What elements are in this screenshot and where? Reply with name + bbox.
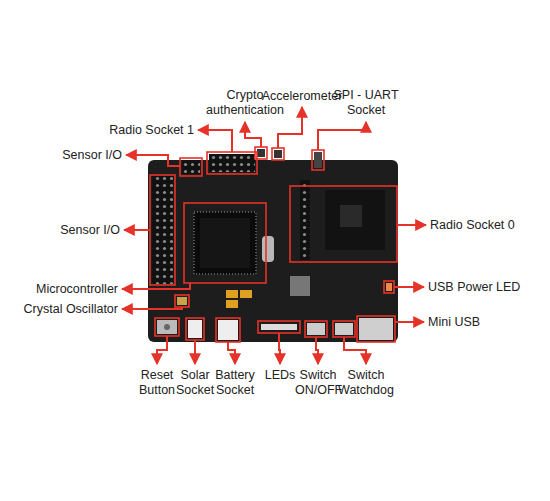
crystal-small — [177, 297, 187, 305]
capacitor — [240, 290, 252, 298]
switch — [307, 323, 325, 335]
part-label: Switch ON/OFF — [295, 368, 341, 398]
pin-header — [182, 160, 200, 174]
solar-socket — [188, 320, 202, 338]
pcb-board — [148, 160, 398, 342]
part-label: Sensor I/O — [60, 223, 120, 238]
accelerometer-chip — [274, 150, 282, 158]
crystal — [262, 236, 274, 262]
usb-led — [386, 283, 392, 291]
part-label: Radio Socket 0 — [430, 218, 515, 233]
battery-socket — [218, 320, 238, 340]
part-label: Radio Socket 1 — [109, 123, 194, 138]
radio-socket-0-header — [300, 180, 310, 260]
part-label: Mini USB — [428, 315, 480, 330]
spi-socket — [314, 152, 322, 168]
chip-body — [200, 218, 250, 268]
part-label: USB Power LED — [428, 280, 520, 295]
microcontroller-chip — [194, 212, 256, 274]
part-label: Battery Socket — [213, 368, 257, 398]
part-label: Sensor I/O — [62, 148, 122, 163]
leds — [261, 324, 297, 330]
radio-chip — [340, 205, 362, 227]
part-label: Crystal Oscillator — [24, 302, 118, 317]
radio-socket-header — [209, 154, 255, 172]
part-label: Solar Socket — [174, 368, 216, 398]
crypto-chip — [257, 149, 265, 157]
part-label: LEDs — [260, 368, 300, 383]
regulator — [290, 276, 310, 296]
part-label: SPI - UART Socket — [328, 88, 404, 118]
reset-button — [157, 320, 177, 334]
part-label: Reset Button — [135, 368, 179, 398]
radio-socket-area — [325, 190, 385, 250]
leader-arrows — [122, 107, 426, 364]
capacitor — [226, 290, 238, 298]
switch — [335, 323, 353, 335]
highlight-boxes — [150, 147, 397, 342]
sensor-header — [152, 176, 173, 284]
capacitor — [226, 300, 238, 308]
mini-usb — [359, 318, 393, 340]
part-label: Microcontroller — [36, 282, 118, 297]
part-label: Switch Watchdog — [338, 368, 394, 398]
